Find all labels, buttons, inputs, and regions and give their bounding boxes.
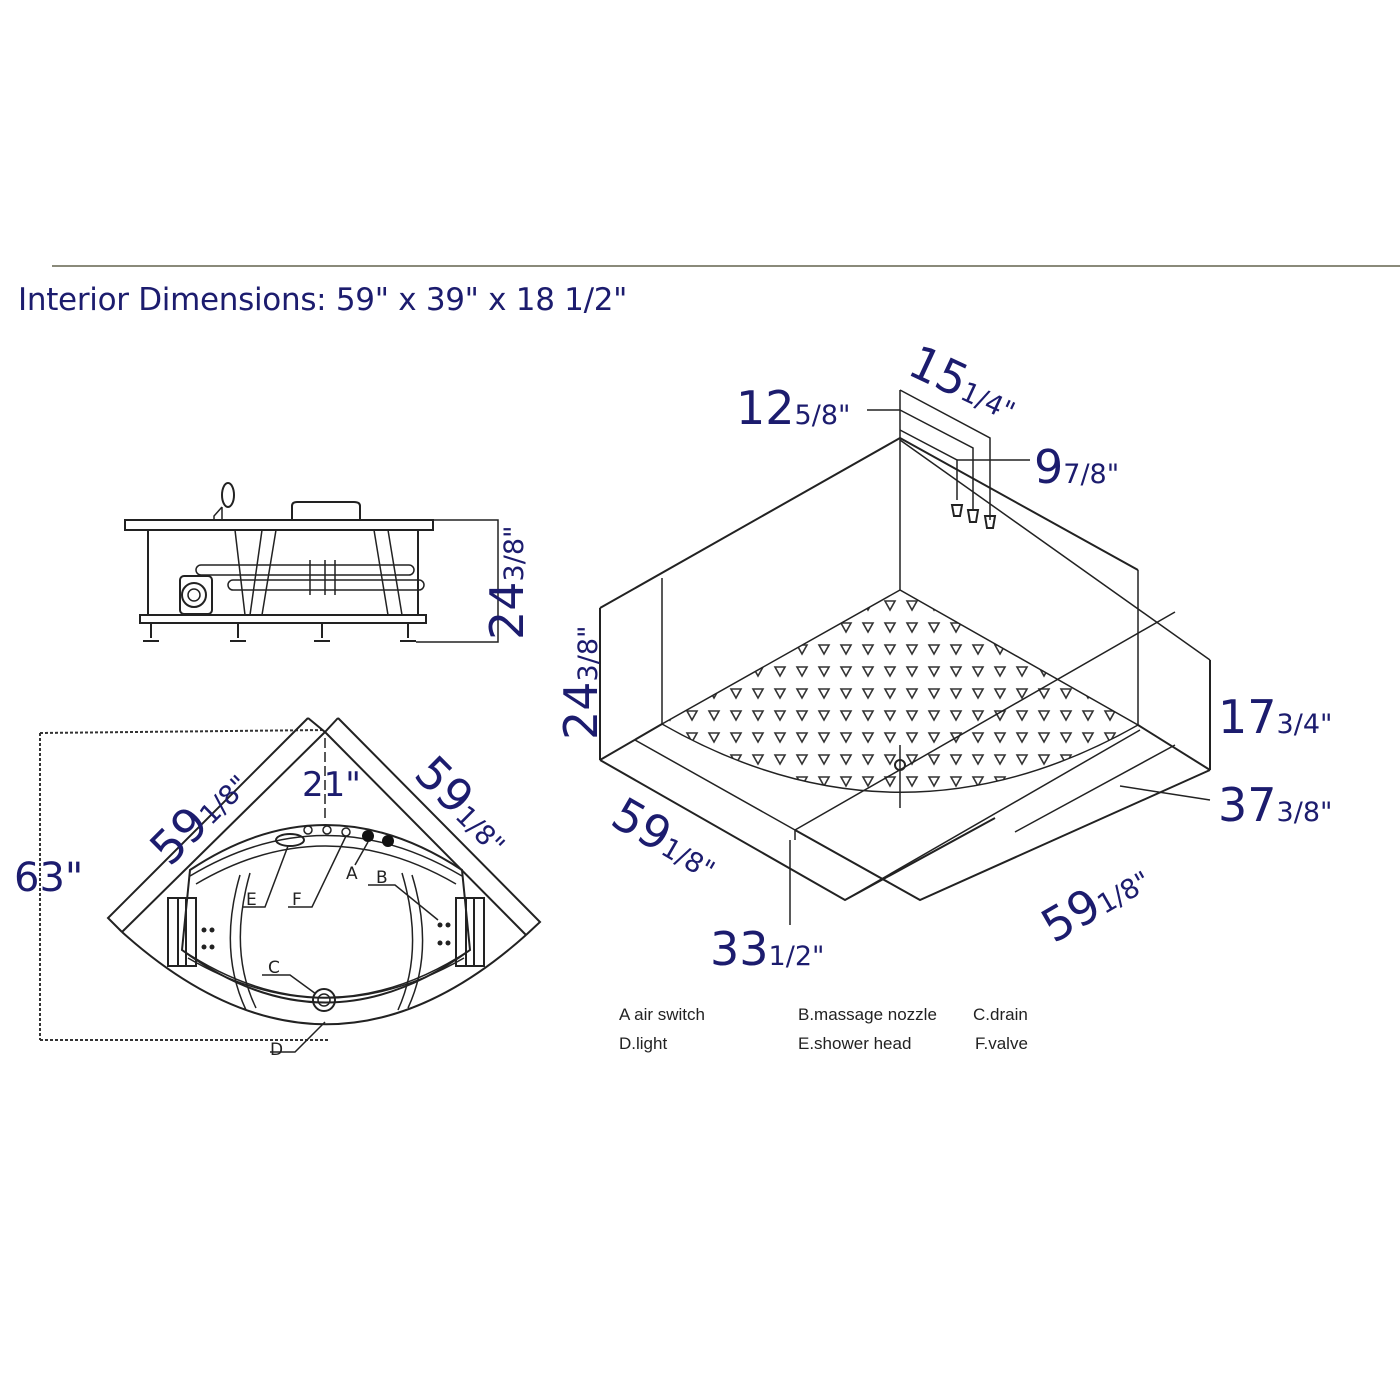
- callout-c: C: [268, 958, 280, 978]
- iso-total-height-dimension: 243/8": [554, 625, 608, 740]
- legend-item-shower-head: E.shower head: [798, 1034, 912, 1053]
- iso-fixture-height-9-dimension: 97/8": [1034, 440, 1120, 494]
- legend-item-light: D.light: [619, 1034, 668, 1053]
- iso-front-depth-dimension: 373/8": [1218, 778, 1333, 832]
- top-overall-height-dimension: 63": [14, 855, 84, 901]
- side-view-drawing: [124, 482, 499, 643]
- callout-a: A: [346, 864, 358, 884]
- iso-inner-height-dimension: 173/4": [1218, 690, 1333, 744]
- callout-b: B: [376, 868, 388, 888]
- legend-item-air-switch: A air switch: [619, 1005, 705, 1024]
- page-title: Interior Dimensions: 59" x 39" x 18 1/2": [18, 282, 628, 318]
- legend-item-massage-nozzle: B.massage nozzle: [798, 1005, 937, 1024]
- legend-item-valve: F.valve: [975, 1034, 1028, 1053]
- callout-f: F: [292, 890, 302, 910]
- callout-e: E: [246, 890, 257, 910]
- header-divider: [52, 265, 1400, 267]
- top-view-drawing: [39, 717, 542, 1053]
- legend-item-drain: C.drain: [973, 1005, 1028, 1024]
- iso-fixture-height-12-dimension: 125/8": [736, 381, 851, 435]
- callout-d: D: [270, 1040, 284, 1060]
- iso-drain-offset-dimension: 331/2": [710, 922, 825, 976]
- isometric-view-drawing: [599, 389, 1211, 925]
- top-apex-depth-dimension: 21": [302, 765, 361, 805]
- side-height-dimension: 243/8": [480, 525, 534, 640]
